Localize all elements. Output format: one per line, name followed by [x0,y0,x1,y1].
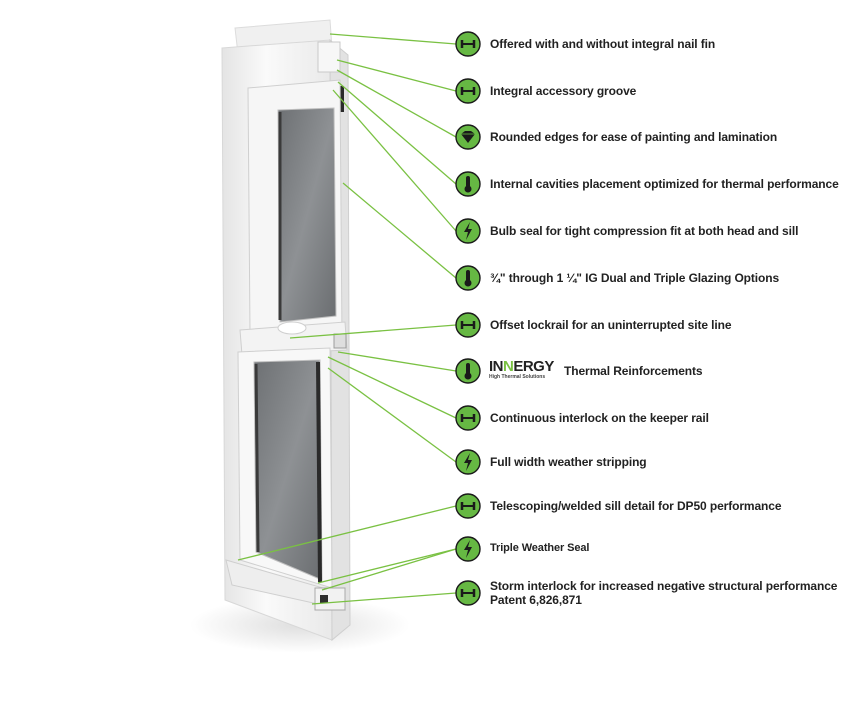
thermometer-icon [455,265,481,291]
leader-line [336,69,457,138]
lock-rail [239,321,348,356]
feature-label-text: Offered with and without integral nail f… [490,37,716,51]
feature-label-text: Triple Weather Seal [490,542,590,554]
feature-label-text: Bulb seal for tight compression fit at b… [490,224,799,238]
feature-label: Rounded edges for ease of painting and l… [490,130,777,144]
leader-line [311,592,457,605]
feature-label-text: Storm interlock for increased negative s… [490,579,838,593]
feature-icons [455,31,481,606]
feature-label: Offset lockrail for an uninterrupted sit… [490,318,732,332]
leader-line [321,548,457,591]
leader-line [336,59,457,92]
feature-label-text: Telescoping/welded sill detail for DP50 … [490,499,782,513]
diamond-icon [455,124,481,150]
arrows-icon [455,580,481,606]
leader-line [342,182,457,279]
feature-label: Triple Weather Seal [490,542,589,554]
thermometer-icon [455,171,481,197]
innergy-logo: INNERGY High Thermal Solutions [489,359,561,383]
feature-label-text: Internal cavities placement optimized fo… [490,177,839,191]
leader-line [237,505,457,561]
feature-label-text: Integral accessory groove [490,84,637,98]
arrows-icon [455,78,481,104]
leader-line [332,89,457,232]
thermometer-icon [455,358,481,384]
feature-label-text: Thermal Reinforcements [564,364,703,378]
arrows-icon [455,493,481,519]
feature-label-text: Rounded edges for ease of painting and l… [490,130,778,144]
leader-line [317,548,457,584]
leader-line [337,351,457,372]
feature-label-text: Continuous interlock on the keeper rail [490,411,709,425]
window-illustration [221,19,351,642]
feature-label: Thermal Reinforcements [564,364,703,378]
innergy-logo-brand-post: ERGY [513,358,554,375]
lightning-icon [455,536,481,562]
leader-line [327,367,457,463]
leader-line [329,33,457,45]
lightning-icon [455,449,481,475]
feature-label-text: Full width weather stripping [490,455,647,469]
feature-label: Full width weather stripping [490,455,647,469]
feature-label: Telescoping/welded sill detail for DP50 … [490,499,782,513]
innergy-logo-brand-pre: IN [489,358,504,375]
feature-label: Offered with and without integral nail f… [490,37,715,51]
arrows-icon [455,31,481,57]
leader-line [289,324,457,339]
feature-label: Internal cavities placement optimized fo… [490,177,839,191]
leader-line [337,81,457,185]
feature-label: Bulb seal for tight compression fit at b… [490,224,798,238]
feature-label-text: ¾" through 1 ¼" IG Dual and Triple Glazi… [490,271,780,285]
leader-line [327,356,457,419]
arrows-icon [455,312,481,338]
feature-label: Continuous interlock on the keeper rail [490,411,709,425]
feature-label: ¾" through 1 ¼" IG Dual and Triple Glazi… [490,271,779,285]
innergy-tagline: High Thermal Solutions [489,374,546,380]
feature-label-text: Offset lockrail for an uninterrupted sit… [490,318,732,332]
feature-label: Integral accessory groove [490,84,636,98]
upper-glass [277,107,337,323]
feature-label: Storm interlock for increased negative s… [490,579,837,607]
lower-glass [253,359,323,581]
lightning-icon [455,218,481,244]
leader-lines [237,33,457,605]
arrows-icon [455,405,481,431]
feature-label-patent: Patent 6,826,871 [490,593,582,607]
